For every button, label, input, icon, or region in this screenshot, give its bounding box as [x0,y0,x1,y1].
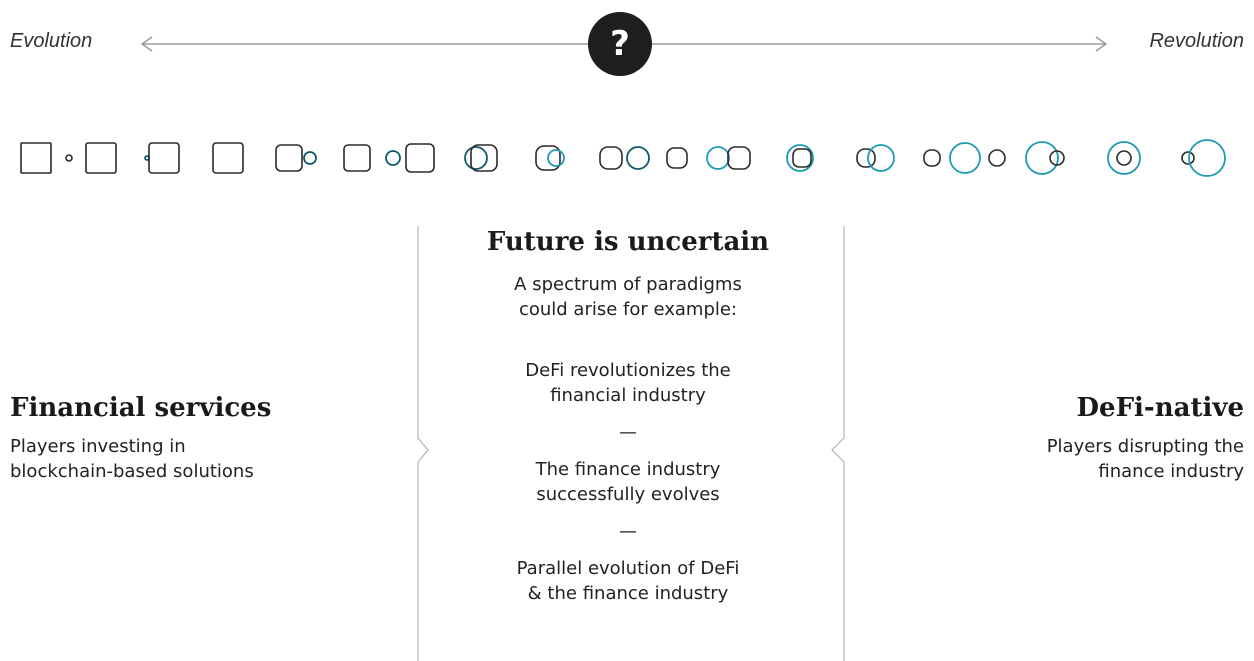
circle-shape [786,144,814,172]
square-shape [535,145,561,171]
left-heading: Financial services [10,393,272,423]
paradigm-item: DeFi revolutionizes the financial indust… [432,358,824,408]
circle-shape [1188,139,1226,177]
arrowhead-left-icon [140,36,153,52]
intro-line: could arise for example: [518,299,738,320]
circle-shape [706,146,730,170]
paradigm-line: successfully evolves [536,484,720,505]
paradigm-line: & the finance industry [527,583,729,604]
paradigm-item: Parallel evolution of DeFi & the finance… [432,556,824,606]
circle-shape [464,146,488,170]
right-column: DeFi-native Players disrupting the finan… [884,390,1244,484]
square-shape [148,142,180,174]
circle-shape [547,149,565,167]
circle-shape [303,151,317,165]
intro-line: A spectrum of paradigms [514,274,742,295]
square-shape [85,142,117,174]
circle-shape [867,144,895,172]
center-column: Future is uncertain A spectrum of paradi… [432,224,824,606]
evolution-label: Evolution [10,30,93,52]
separator: — [619,422,637,443]
square-shape [275,144,303,172]
circle-shape [1107,141,1141,175]
right-line: Players disrupting the [1046,436,1244,457]
square-shape [470,144,498,172]
paradigm-line: financial industry [550,385,706,406]
square-shape [666,147,688,169]
paradigm-line: The finance industry [535,459,721,480]
square-shape [212,142,244,174]
revolution-label: Revolution [1149,30,1244,52]
right-line: finance industry [1098,461,1244,482]
square-shape [20,142,52,174]
center-intro: A spectrum of paradigms could arise for … [432,272,824,322]
square-shape [792,148,812,168]
paradigm-item: The finance industry successfully evolve… [432,457,824,507]
right-heading: DeFi-native [1076,393,1244,423]
left-column: Financial services Players investing in … [10,390,370,484]
center-heading: Future is uncertain [486,227,770,257]
square-shape [923,149,941,167]
paradigm-line: DeFi revolutionizes the [525,360,731,381]
square-shape [727,146,751,170]
left-line: Players investing in [10,436,186,457]
square-shape [599,146,623,170]
square-shape [1049,150,1065,166]
paradigm-line: Parallel evolution of DeFi [516,558,740,579]
square-shape [1116,150,1132,166]
separator: — [619,521,637,542]
bracket-right [831,226,845,661]
question-mark-icon: ? [588,12,652,76]
square-shape [405,143,435,173]
circle-shape [385,150,401,166]
circle-shape [1025,141,1059,175]
square-shape [1181,151,1195,165]
square-shape [343,144,371,172]
square-shape [988,149,1006,167]
square-shape [856,148,876,168]
bracket-left [417,226,429,661]
left-line: blockchain-based solutions [10,461,254,482]
circle-shape [949,142,981,174]
arrowhead-right-icon [1095,36,1108,52]
circle-shape [626,146,650,170]
square-shape [65,154,73,162]
